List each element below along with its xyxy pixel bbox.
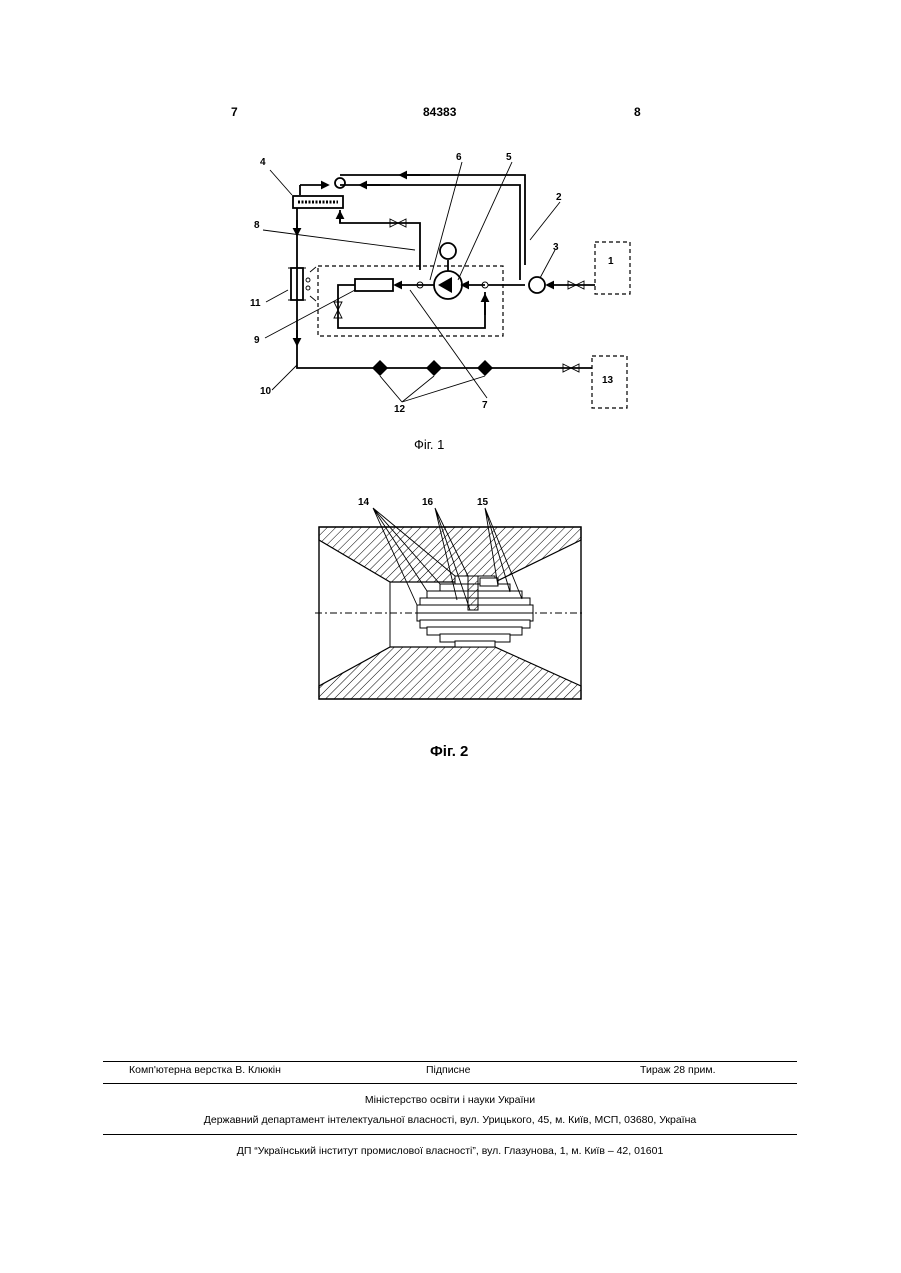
- figure-1-caption: Фіг. 1: [414, 437, 444, 452]
- label-14: 14: [358, 497, 370, 508]
- unit-enclosure: [318, 266, 503, 336]
- element-4: [293, 196, 343, 208]
- label-2: 2: [556, 192, 562, 203]
- leader-5: [458, 162, 512, 280]
- figure-2-section: 14 16 15: [305, 490, 595, 710]
- upper-wall-hatched: [319, 527, 581, 582]
- element-11-bracket: [310, 267, 316, 301]
- page-number-right: 8: [634, 105, 641, 119]
- figure-2-caption: Фіг. 2: [430, 743, 468, 760]
- leader-10: [272, 365, 297, 390]
- fan-icon: [306, 278, 310, 282]
- label-1: 1: [608, 256, 614, 267]
- label-11: 11: [250, 298, 261, 309]
- patent-number: 84383: [423, 105, 456, 119]
- footer-rule-middle: [103, 1083, 797, 1084]
- element-15-tab: [480, 578, 498, 586]
- department-address: Державний департамент інтелектуальної вл…: [103, 1114, 797, 1126]
- label-8: 8: [254, 220, 260, 231]
- element-3-icon: [529, 277, 545, 293]
- ministry-line: Міністерство освіти і науки України: [103, 1094, 797, 1106]
- leader-2: [530, 202, 560, 240]
- element-12-icon: [372, 360, 388, 376]
- label-5: 5: [506, 152, 512, 163]
- pump-arrow-icon: [438, 277, 452, 293]
- label-6: 6: [456, 152, 462, 163]
- gauge-icon: [440, 243, 456, 259]
- lower-wall-hatched: [319, 647, 581, 699]
- figure-1-schematic: 4 6 5 2 3 1 8 11 9 10 13 12 7: [230, 140, 650, 430]
- element-16-insert: [468, 576, 478, 610]
- element-12-icon: [426, 360, 442, 376]
- leader-8: [263, 230, 415, 250]
- label-15: 15: [477, 497, 489, 508]
- leader-12: [380, 376, 485, 402]
- leader-7: [410, 290, 487, 398]
- bypass-line: [340, 210, 420, 270]
- label-10: 10: [260, 386, 272, 397]
- element-9: [355, 279, 393, 291]
- leader-9: [265, 290, 355, 338]
- leader-3: [540, 250, 555, 278]
- label-3: 3: [553, 242, 559, 253]
- junction-node: [335, 178, 345, 188]
- return-line-outer: [340, 175, 525, 265]
- signed-note: Підписне: [426, 1064, 470, 1076]
- label-4: 4: [260, 157, 266, 168]
- footer-rule-bottom: [103, 1134, 797, 1135]
- footer-rule-top: [103, 1061, 797, 1062]
- label-9: 9: [254, 335, 260, 346]
- fan-icon: [306, 286, 310, 290]
- label-12: 12: [394, 404, 406, 415]
- label-13: 13: [602, 375, 614, 386]
- label-7: 7: [482, 400, 488, 411]
- print-run: Тираж 28 прим.: [640, 1064, 716, 1076]
- block-1: [595, 242, 630, 294]
- page-number-left: 7: [231, 105, 238, 119]
- label-16: 16: [422, 497, 434, 508]
- leader-11: [266, 290, 288, 302]
- leader-4: [270, 170, 292, 195]
- element-12-icon: [477, 360, 493, 376]
- layout-credit: Комп'ютерна верстка В. Клюкін: [129, 1064, 281, 1076]
- leader-6: [430, 162, 462, 280]
- institute-address: ДП “Український інститут промислової вла…: [103, 1145, 797, 1157]
